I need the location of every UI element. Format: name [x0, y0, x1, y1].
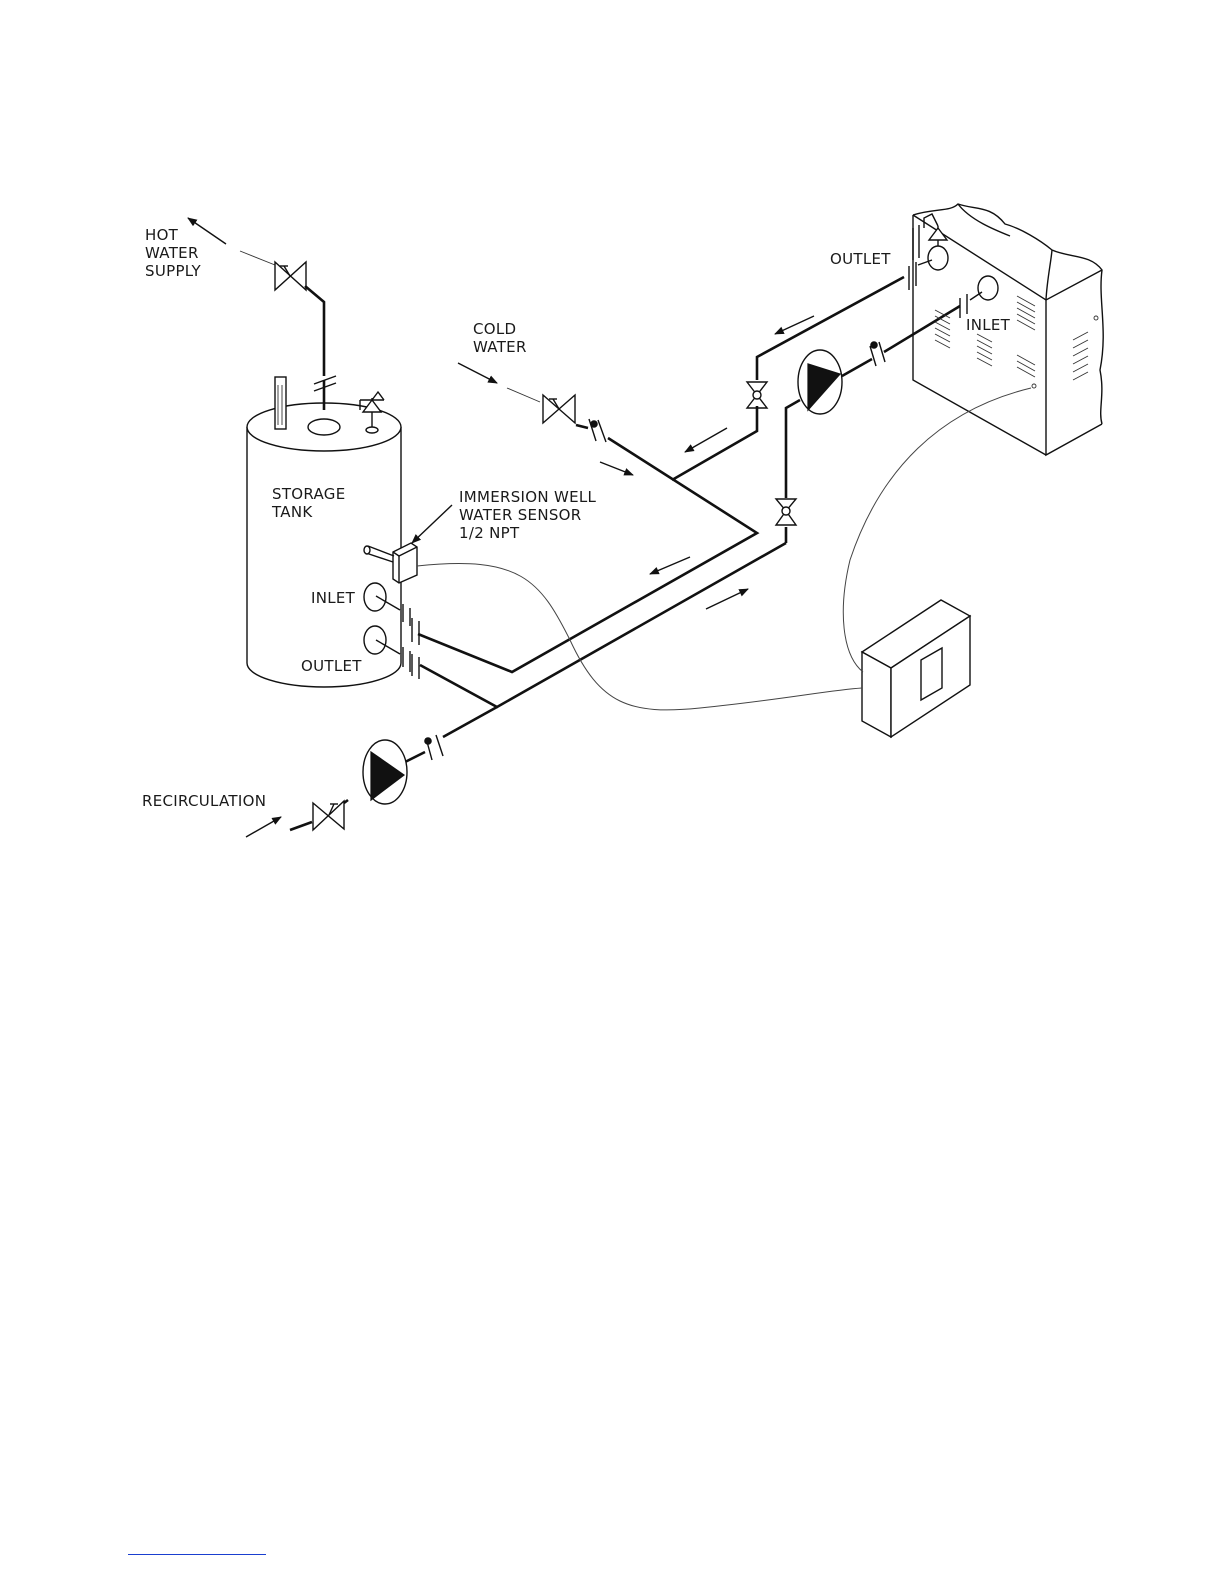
label-storage-tank: STORAGE TANK	[271, 485, 346, 521]
label-line: WATER	[473, 338, 527, 356]
label-line: 1/2 NPT	[459, 524, 520, 542]
label-line: STORAGE	[272, 485, 346, 503]
label-immersion-well: IMMERSION WELL WATER SENSOR 1/2 NPT	[459, 488, 597, 542]
label-line: WATER SENSOR	[459, 506, 582, 524]
label-cold-water: COLD WATER	[473, 320, 527, 356]
footer-link-underline[interactable]	[128, 1554, 266, 1555]
label-line: SUPPLY	[145, 262, 201, 280]
label-line: WATER	[145, 244, 199, 262]
tank-outlet-nozzle	[364, 543, 786, 707]
hot-water-supply-pipe	[188, 218, 336, 410]
label-heater-inlet: INLET	[966, 316, 1011, 334]
thermometer-icon	[275, 377, 286, 429]
gate-valve-icon	[275, 262, 306, 290]
label-tank-outlet: OUTLET	[301, 657, 362, 675]
heater-outlet-pipe	[672, 262, 916, 480]
label-heater-outlet: OUTLET	[830, 250, 891, 268]
label-tank-inlet: INLET	[311, 589, 356, 607]
heater-pump-icon	[798, 350, 842, 414]
outlet-butterfly-valve-icon	[747, 382, 767, 408]
inlet-butterfly-valve-icon	[776, 499, 796, 525]
immersion-well-sensor-icon	[364, 505, 452, 583]
label-line: HOT	[145, 226, 179, 244]
recirculation-valve-icon	[313, 801, 344, 830]
label-line: TANK	[271, 503, 313, 521]
label-line: COLD	[473, 320, 516, 338]
heater-inlet-pipe	[786, 294, 967, 543]
control-box	[862, 600, 970, 737]
label-hot-water-supply: HOT WATER SUPPLY	[145, 226, 201, 280]
label-recirculation: RECIRCULATION	[142, 792, 266, 810]
recirculation-pump-icon	[363, 740, 407, 804]
label-line: IMMERSION WELL	[459, 488, 597, 506]
cold-water-valve-icon	[543, 395, 575, 423]
